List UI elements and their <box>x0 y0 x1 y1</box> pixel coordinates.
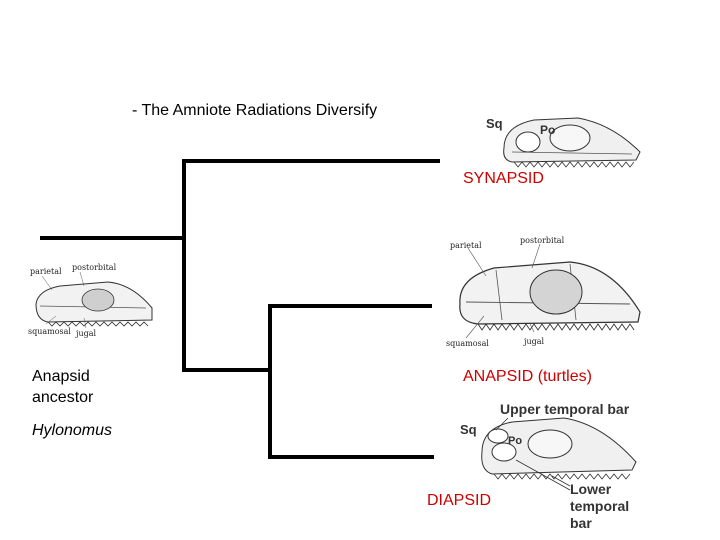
skull-label-postorbital: postorbital <box>72 263 117 272</box>
skull-label-parietal: parietal <box>30 267 62 276</box>
synapsid-skull-illustration: Sq Po <box>486 116 641 168</box>
skull-label-po: Po <box>540 123 555 137</box>
ancestor-label-line2: ancestor <box>32 389 94 406</box>
skull-label-jugal: jugal <box>75 329 97 338</box>
skull-label-postorbital-anapsid: postorbital <box>520 236 565 245</box>
ancestor-skull-illustration: parietal postorbital squamosal jugal <box>28 263 153 338</box>
skull-label-lower-line2: temporal <box>570 498 629 514</box>
skull-label-lower-line1: Lower <box>570 481 612 497</box>
page-title: - The Amniote Radiations Diversify <box>132 102 378 119</box>
skull-label-sq: Sq <box>486 116 503 131</box>
skull-label-upper-temporal-bar: Upper temporal bar <box>500 401 630 417</box>
skull-label-lower-line3: bar <box>570 515 592 531</box>
skull-label-po-diapsid: Po <box>508 435 522 447</box>
clade-label-anapsid: ANAPSID (turtles) <box>463 368 592 385</box>
clade-label-synapsid: SYNAPSID <box>463 170 544 187</box>
skull-label-jugal-anapsid: jugal <box>523 337 545 346</box>
ancestor-label: Anapsid ancestor <box>32 366 93 408</box>
diapsid-skull-illustration: Upper temporal bar Sq Po Lower temporal … <box>460 401 637 531</box>
skull-label-squamosal: squamosal <box>28 327 71 336</box>
skull-label-parietal-anapsid: parietal <box>450 241 482 250</box>
skull-label-squamosal-anapsid: squamosal <box>446 339 489 348</box>
ancestor-species-label: Hylonomus <box>32 422 113 439</box>
clade-label-diapsid: DIAPSID <box>427 492 492 509</box>
anapsid-skull-illustration: parietal postorbital squamosal jugal <box>446 236 641 348</box>
ancestor-label-line1: Anapsid <box>32 368 90 385</box>
skull-label-sq-diapsid: Sq <box>460 422 477 437</box>
